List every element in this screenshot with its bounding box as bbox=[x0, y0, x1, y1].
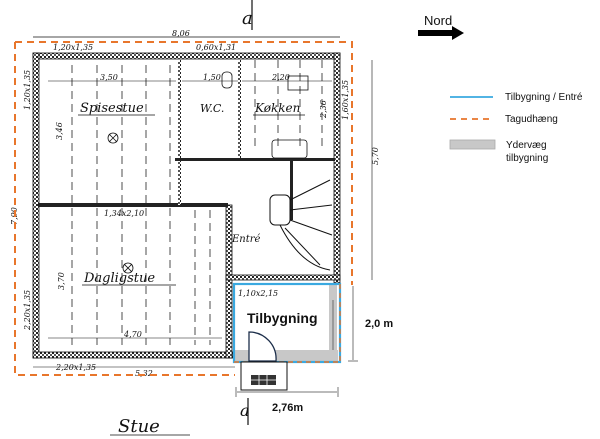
door-swing-icon bbox=[248, 331, 277, 362]
svg-text:a: a bbox=[240, 401, 250, 420]
svg-text:2,20x1,35: 2,20x1,35 bbox=[55, 363, 96, 372]
svg-text:2,76m: 2,76m bbox=[272, 402, 303, 414]
legend-label-wall-2: tilbygning bbox=[506, 153, 548, 164]
svg-text:5,32: 5,32 bbox=[135, 369, 153, 378]
dimension-labels: 3,50 1,50 2,20 7,90 5,70 3,46 3,70 2,36 … bbox=[10, 43, 380, 378]
entry-step bbox=[240, 361, 288, 391]
svg-text:a: a bbox=[242, 8, 253, 29]
room-label-spisestue: Spisestue bbox=[80, 101, 144, 116]
joist-lines bbox=[71, 60, 323, 345]
legend-label-wall-1: Ydervæg bbox=[506, 140, 547, 151]
dimension-labels-addition: 1,10x2,15 bbox=[238, 289, 278, 298]
section-mark-bottom: a bbox=[240, 398, 250, 425]
room-label-wc: W.C. bbox=[200, 102, 224, 115]
svg-text:2,0 m: 2,0 m bbox=[365, 318, 393, 330]
svg-text:2,36: 2,36 bbox=[319, 100, 328, 119]
legend-label-roof: Tagudhæng bbox=[505, 114, 558, 125]
svg-text:1,60x1,35: 1,60x1,35 bbox=[341, 80, 350, 120]
svg-text:8,06: 8,06 bbox=[172, 29, 190, 38]
staircase bbox=[269, 179, 333, 271]
svg-text:1,34x2,10: 1,34x2,10 bbox=[104, 209, 144, 218]
addition-wall-bottom bbox=[235, 350, 338, 361]
svg-text:2,20: 2,20 bbox=[271, 73, 290, 82]
room-label-entre: Entré bbox=[231, 234, 261, 245]
north-indicator: Nord bbox=[418, 13, 464, 40]
addition-label: Tilbygning bbox=[247, 310, 318, 326]
room-label-stue: Stue bbox=[118, 416, 160, 437]
room-label-dagligstue: Dagligstue bbox=[83, 271, 155, 286]
svg-text:4,70: 4,70 bbox=[123, 330, 142, 339]
entry-door-dimension: 1,10x2,15 bbox=[238, 289, 278, 298]
addition: Tilbygning bbox=[232, 282, 342, 364]
north-arrow-icon bbox=[418, 26, 464, 40]
fixtures bbox=[107, 71, 309, 274]
dimension-addition-height: 2,0 m bbox=[348, 286, 393, 362]
exterior-walls bbox=[32, 52, 341, 359]
svg-text:1,50: 1,50 bbox=[203, 73, 221, 82]
legend-label-addition: Tilbygning / Entré bbox=[505, 92, 583, 103]
dimension-top: 8,06 bbox=[33, 29, 340, 38]
svg-text:3,46: 3,46 bbox=[55, 122, 64, 140]
legend-swatch-wall bbox=[449, 139, 496, 150]
svg-text:1,20x1,35: 1,20x1,35 bbox=[23, 70, 32, 110]
section-mark-top: a bbox=[242, 0, 253, 30]
svg-text:5,70: 5,70 bbox=[371, 147, 380, 165]
dimension-addition-width: 2,76m bbox=[235, 387, 339, 414]
svg-text:3,70: 3,70 bbox=[57, 272, 66, 290]
svg-text:0,60x1,31: 0,60x1,31 bbox=[196, 43, 236, 52]
room-label-kokken: Køkken bbox=[254, 101, 300, 115]
svg-text:2,20x1,35: 2,20x1,35 bbox=[23, 290, 32, 331]
legend: Tilbygning / Entré Tagudhæng Ydervæg til… bbox=[449, 92, 583, 164]
svg-text:Nord: Nord bbox=[424, 13, 452, 28]
svg-text:1,20x1,35: 1,20x1,35 bbox=[53, 43, 93, 52]
svg-text:3,50: 3,50 bbox=[100, 73, 118, 82]
